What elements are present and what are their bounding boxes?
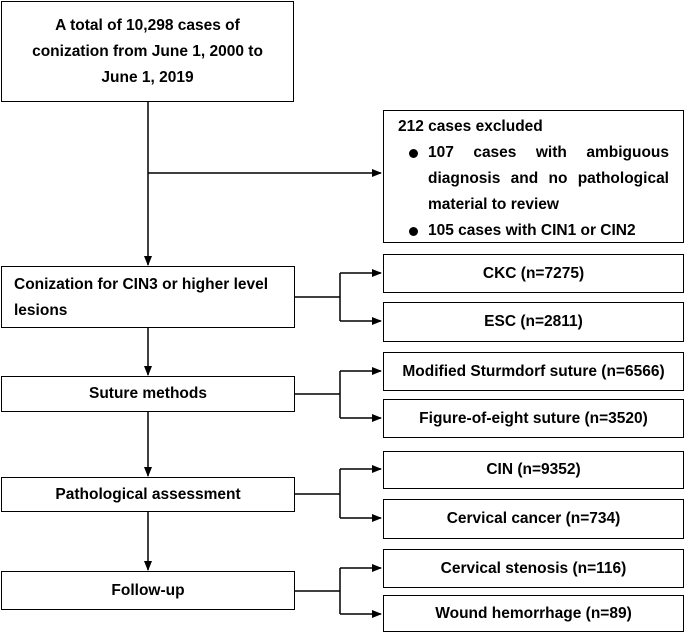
stage-label: Pathological assessment	[55, 485, 241, 503]
exclusion-item-text: 107 cases with ambiguous diagnosis and n…	[428, 144, 669, 213]
bullet-icon	[398, 140, 428, 218]
exclusion-title: 212 cases excluded	[398, 118, 543, 135]
total-cases-text: A total of 10,298 cases of conization fr…	[32, 16, 263, 86]
branch-box-cervical-stenosis: Cervical stenosis (n=116)	[383, 549, 684, 588]
branch-box-ckc: CKC (n=7275)	[383, 254, 684, 293]
exclusion-item: 105 cases with CIN1 or CIN2	[398, 218, 669, 244]
branch-box-cervical-cancer: Cervical cancer (n=734)	[383, 499, 684, 539]
stage-box-follow-up: Follow-up	[1, 571, 295, 610]
exclusion-box: 212 cases excluded 107 cases with ambigu…	[383, 110, 684, 243]
branch-label: Modified Sturmdorf suture (n=6566)	[402, 362, 665, 380]
branch-box-wound-hemorrhage: Wound hemorrhage (n=89)	[383, 595, 684, 632]
branch-box-sturmdorf: Modified Sturmdorf suture (n=6566)	[383, 352, 684, 391]
branch-label: CIN (n=9352)	[486, 461, 581, 478]
stage-box-suture-methods: Suture methods	[1, 376, 295, 412]
total-cases-box: A total of 10,298 cases of conization fr…	[1, 1, 294, 102]
branch-label: Figure-of-eight suture (n=3520)	[419, 409, 648, 427]
stage-box-pathological-assessment: Pathological assessment	[1, 477, 295, 512]
branch-box-esc: ESC (n=2811)	[383, 302, 684, 342]
exclusion-item: 107 cases with ambiguous diagnosis and n…	[398, 140, 669, 218]
branch-label: CKC (n=7275)	[482, 264, 585, 282]
exclusion-item-text: 105 cases with CIN1 or CIN2	[428, 222, 636, 239]
branch-label: Cervical cancer (n=734)	[446, 510, 621, 527]
branch-label: Wound hemorrhage (n=89)	[435, 604, 632, 622]
branch-box-figure-of-eight: Figure-of-eight suture (n=3520)	[383, 399, 684, 438]
stage-label: Conization for CIN3 or higher level lesi…	[14, 276, 269, 319]
stage-box-conization: Conization for CIN3 or higher level lesi…	[1, 266, 295, 328]
bullet-icon	[398, 218, 428, 244]
branch-label: ESC (n=2811)	[484, 313, 583, 330]
branch-label: Cervical stenosis (n=116)	[440, 559, 627, 577]
stage-label: Suture methods	[89, 385, 207, 402]
branch-box-cin: CIN (n=9352)	[383, 451, 684, 489]
stage-label: Follow-up	[111, 581, 185, 599]
